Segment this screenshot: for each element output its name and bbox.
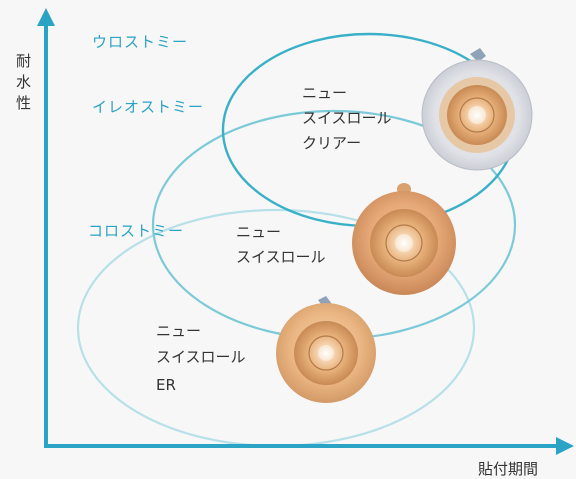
y-axis-label-char-2: 水 xyxy=(16,73,31,91)
product-image-clear xyxy=(421,48,533,171)
category-ileostomy: イレオストミー xyxy=(92,98,204,116)
product-clear-line-3: クリアー xyxy=(302,134,361,152)
y-axis-label-char-1: 耐 xyxy=(16,52,31,70)
product-standard-line-2: スイスロール xyxy=(236,248,326,266)
product-clear-line-2: スイスロール xyxy=(302,109,392,127)
y-axis-arrow-icon xyxy=(37,8,55,26)
product-standard-line-1: ニュー xyxy=(236,223,281,241)
product-image-er xyxy=(276,296,376,403)
category-urostomy: ウロストミー xyxy=(92,33,188,51)
x-axis-label: 貼付期間 xyxy=(478,460,538,478)
product-image-standard xyxy=(352,183,456,295)
product-er-line-1: ニュー xyxy=(156,322,201,340)
category-colostomy: コロストミー xyxy=(88,222,184,240)
y-axis-label-char-3: 性 xyxy=(16,94,31,112)
x-axis-arrow-icon xyxy=(556,437,574,455)
product-clear-line-1: ニュー xyxy=(302,84,347,102)
product-er-line-2: スイスロール xyxy=(156,348,246,366)
product-er-line-3: ER xyxy=(156,376,176,394)
